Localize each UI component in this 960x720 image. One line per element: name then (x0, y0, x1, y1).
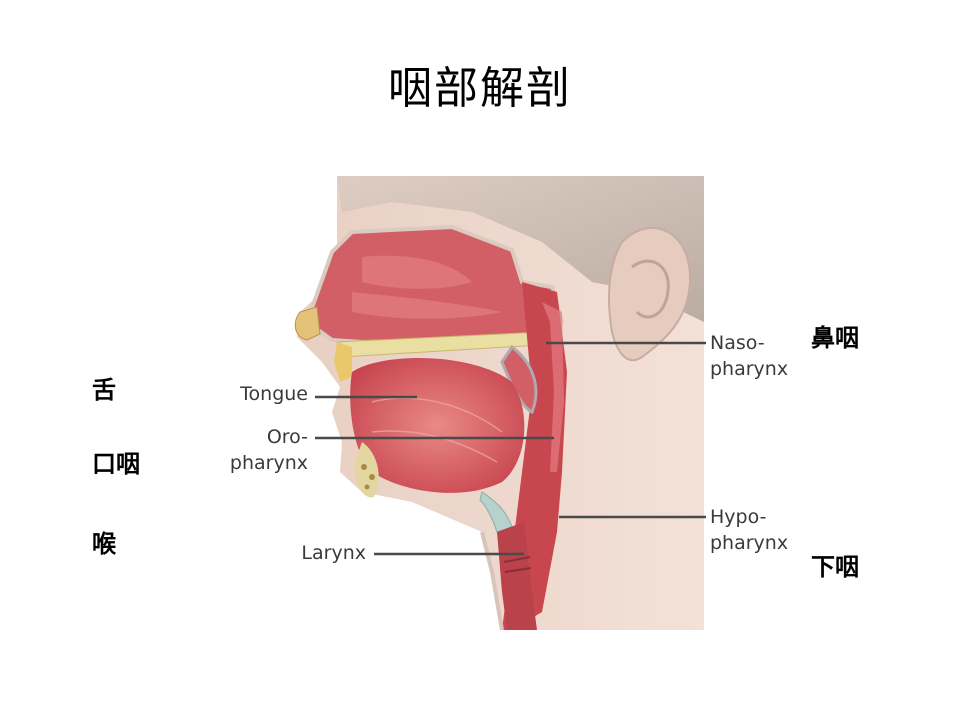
label-zh-tongue: 舌 (92, 376, 116, 404)
label-larynx: Larynx (301, 542, 366, 564)
pharynx-anatomy-illustration (212, 172, 812, 634)
label-zh-hypopharynx: 下咽 (811, 553, 859, 581)
label-hypo-line1: Hypo- (710, 506, 767, 528)
slide-title: 咽部解剖 (388, 63, 572, 114)
label-zh-nasopharynx: 鼻咽 (811, 324, 859, 352)
label-tongue: Tongue (240, 383, 308, 405)
label-naso-line1: Naso- (710, 332, 765, 354)
label-oro-line1: Oro- (266, 426, 308, 448)
label-naso-line2: pharynx (710, 358, 789, 380)
label-oro-line2: pharynx (229, 452, 308, 474)
label-hypo-line2: pharynx (710, 532, 789, 554)
label-zh-larynx: 喉 (92, 530, 116, 558)
label-zh-oropharynx: 口咽 (92, 450, 140, 478)
